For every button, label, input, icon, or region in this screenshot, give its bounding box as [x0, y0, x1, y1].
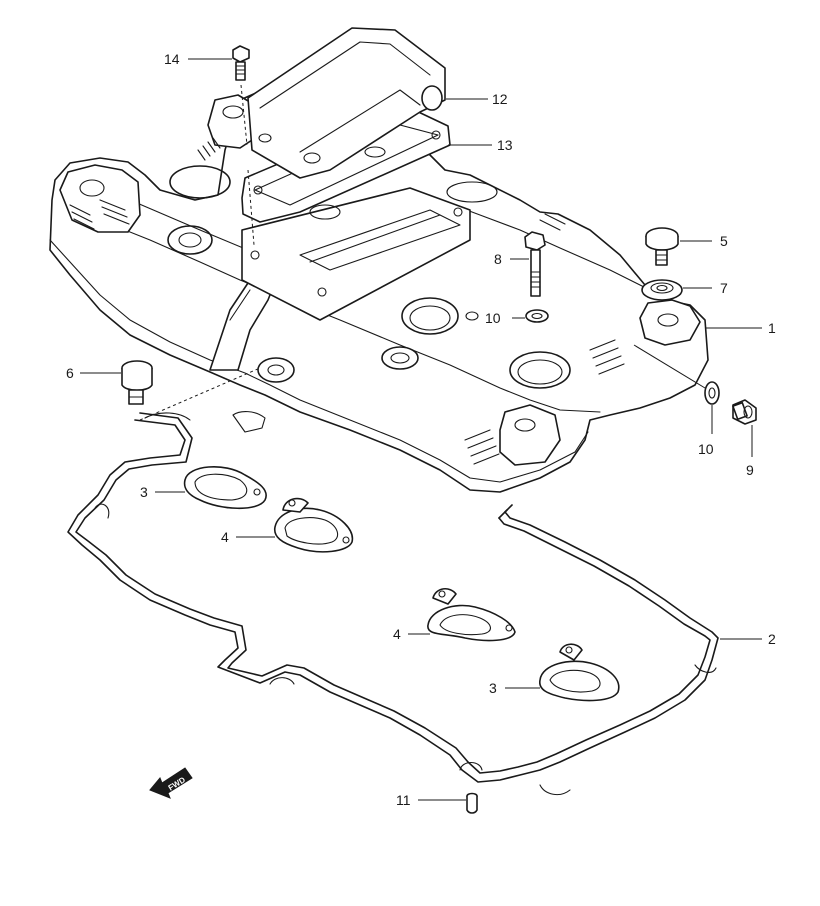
- cap-bolt-5: [645, 227, 679, 266]
- damper-6: [121, 360, 261, 421]
- forward-direction-arrow: FWD: [149, 767, 193, 799]
- washer-10-center: [525, 309, 549, 323]
- leader-lines: [80, 58, 762, 801]
- callout-7: 7: [720, 280, 728, 296]
- dowel-pin-11: [466, 792, 478, 814]
- cylinder-head-cover: [49, 91, 709, 493]
- callout-14: 14: [164, 51, 180, 67]
- plug-seal-3-lower: [539, 643, 620, 702]
- bolt-14: [232, 45, 255, 246]
- callout-10-center: 10: [485, 310, 501, 326]
- breather-cover: [247, 27, 446, 179]
- bolt-9: [732, 399, 757, 425]
- callout-3-lower: 3: [489, 680, 497, 696]
- callout-numbers: 14 12 13 5 7 1 8 10 6 10 9 3 4 4 2 3 11: [66, 51, 776, 808]
- callout-6: 6: [66, 365, 74, 381]
- plug-seal-3-upper: [183, 465, 267, 510]
- callout-8: 8: [494, 251, 502, 267]
- callout-4-upper: 4: [221, 529, 229, 545]
- washer-10-right: [633, 344, 720, 405]
- callout-10-right: 10: [698, 441, 714, 457]
- callout-2: 2: [768, 631, 776, 647]
- grommet-7: [641, 279, 683, 301]
- cylinder-head-cover-gasket: [67, 411, 719, 796]
- callout-9: 9: [746, 462, 754, 478]
- callout-12: 12: [492, 91, 508, 107]
- callout-1: 1: [768, 320, 776, 336]
- callout-13: 13: [497, 137, 513, 153]
- callout-3-upper: 3: [140, 484, 148, 500]
- callout-11: 11: [396, 792, 411, 808]
- plug-seal-4-upper: [273, 497, 354, 553]
- callout-5: 5: [720, 233, 728, 249]
- plug-seal-4-lower: [427, 588, 516, 642]
- callout-4-lower: 4: [393, 626, 401, 642]
- bolt-8: [524, 231, 546, 297]
